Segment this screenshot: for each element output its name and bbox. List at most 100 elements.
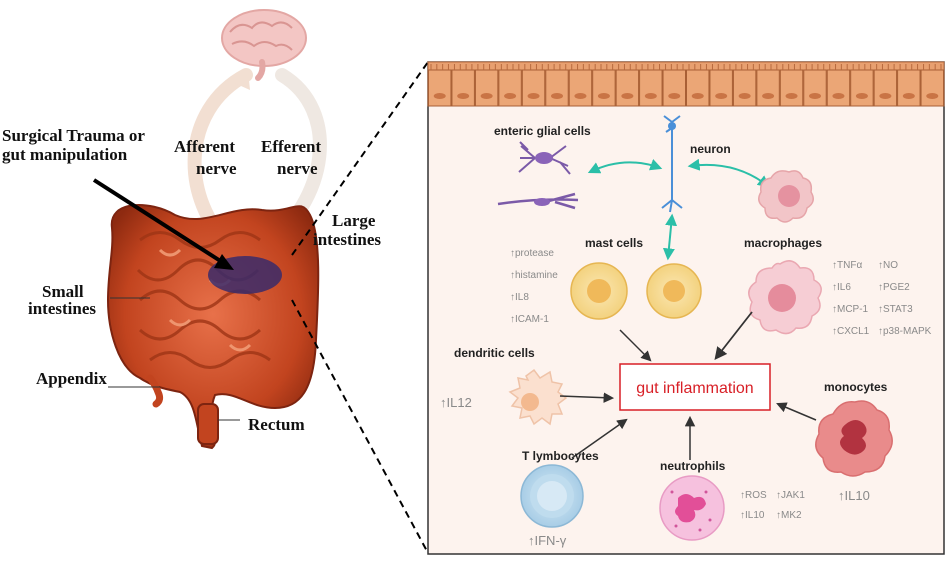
- epithelial-nucleus: [855, 93, 868, 99]
- marker-item: ↑protease: [510, 248, 554, 259]
- neuron-glial-connector: [587, 159, 663, 174]
- gut-inflammation-box: [619, 363, 771, 411]
- epithelial-cell: [545, 69, 569, 107]
- epithelial-cell: [920, 69, 945, 107]
- marker-item: ↑MK2: [776, 510, 802, 521]
- marker-item: ↑p38-MAPK: [878, 326, 932, 337]
- epithelial-cell: [615, 69, 640, 107]
- zoom-line-top: [291, 61, 429, 256]
- macrophage-top-icon: [758, 170, 814, 223]
- mast-cells-label: mast cells: [585, 236, 643, 250]
- up-arrow-icon: ↑: [776, 510, 781, 521]
- up-arrow-icon: ↑: [878, 282, 883, 293]
- gut-inflammation-label: gut inflammation: [636, 380, 753, 397]
- intestines-illustration: [106, 204, 320, 450]
- epithelial-cell: [803, 69, 827, 107]
- marker-item: ↑NO: [878, 260, 898, 271]
- neutrophil-icon: [659, 475, 725, 541]
- macrophages-label: macrophages: [744, 236, 822, 250]
- epithelial-nucleus: [691, 93, 704, 99]
- marker-item: ↑histamine: [510, 270, 558, 281]
- t-lymbocyte-icon: [520, 464, 584, 528]
- epithelial-cell: [474, 69, 499, 107]
- small-intestines-label-line1: Small: [42, 282, 84, 301]
- up-arrow-icon: ↑: [510, 248, 515, 259]
- epithelial-cell: [709, 69, 733, 107]
- epithelial-cell: [779, 69, 804, 107]
- enteric-glial-cells-label: enteric glial cells: [494, 124, 591, 138]
- up-arrow-icon: ↑: [510, 292, 515, 303]
- epithelial-cell: [521, 69, 546, 107]
- t-marker: ↑IFN-γ: [528, 533, 567, 548]
- epithelial-cell: [639, 69, 663, 107]
- dendritic-cell-icon: [508, 368, 568, 426]
- marker-item: ↑IL8: [510, 292, 529, 303]
- epithelial-nucleus: [738, 93, 751, 99]
- epithelial-cell: [428, 69, 452, 107]
- epithelial-cell: [568, 69, 593, 107]
- epithelial-cell: [826, 69, 851, 107]
- mast-cell-icon: [570, 262, 702, 320]
- tcell-to-inflammation-arrow: [571, 418, 628, 459]
- afferent-label-line2: nerve: [196, 159, 237, 178]
- neutrophils-label: neutrophils: [660, 459, 726, 473]
- epithelial-nucleus: [832, 93, 845, 99]
- epithelial-cell: [662, 69, 687, 107]
- neuron-icon: [661, 115, 683, 213]
- appendix-label: Appendix: [36, 369, 107, 388]
- macrophage-big-icon: [748, 260, 822, 335]
- large-intestines-label-line1: Large: [332, 211, 376, 230]
- epithelial-nucleus: [926, 93, 939, 99]
- epithelial-nucleus: [879, 93, 892, 99]
- epithelial-nucleus: [715, 93, 728, 99]
- epithelial-cell: [756, 69, 780, 107]
- up-arrow-icon: ↑: [838, 488, 845, 503]
- epithelial-cell: [732, 69, 757, 107]
- efferent-label-line2: nerve: [277, 159, 318, 178]
- epithelial-nucleus: [551, 93, 563, 99]
- macrophage-to-inflammation-arrow: [714, 311, 753, 360]
- t-lymbocytes-label: T lymbocytes: [522, 449, 599, 463]
- efferent-label-line1: Efferent: [261, 137, 321, 156]
- trauma-label-line2: gut manipulation: [2, 145, 128, 164]
- marker-item: ↑ICAM-1: [510, 314, 549, 325]
- epithelial-nucleus: [527, 93, 540, 99]
- epithelial-cell: [592, 69, 616, 107]
- up-arrow-icon: ↑: [740, 490, 745, 501]
- epithelial-nucleus: [621, 93, 634, 99]
- enteric-glial-cell-icon: [497, 141, 579, 210]
- up-arrow-icon: ↑: [832, 260, 837, 271]
- marker-item: ↑ROS: [740, 490, 767, 501]
- marker-item: ↑IL6: [832, 282, 851, 293]
- trauma-arrow: [92, 178, 224, 264]
- rectum-label: Rectum: [248, 415, 305, 434]
- epithelial-cell: [451, 69, 475, 107]
- epithelial-cell: [686, 69, 710, 107]
- epithelial-nucleus: [809, 93, 821, 99]
- marker-item: ↑JAK1: [776, 490, 805, 501]
- epithelial-cell: [498, 69, 522, 107]
- epithelial-nucleus: [644, 93, 657, 99]
- mast-to-inflammation-arrow: [619, 329, 652, 362]
- afferent-arrowhead-icon: [232, 70, 250, 90]
- mast-marker-list: ↑protease ↑histamine ↑IL8 ↑ICAM-1: [510, 248, 558, 325]
- epithelium-layer: [427, 61, 945, 107]
- up-arrow-icon: ↑: [776, 490, 781, 501]
- large-intestines-label-line2: intestines: [313, 230, 381, 249]
- epithelial-nucleus: [785, 93, 798, 99]
- up-arrow-icon: ↑: [510, 270, 515, 281]
- up-arrow-icon: ↑: [440, 395, 447, 410]
- epithelial-nucleus: [480, 93, 493, 99]
- marker-item: ↑IL10: [740, 510, 765, 521]
- epithelial-nucleus: [902, 93, 915, 99]
- up-arrow-icon: ↑: [832, 326, 837, 337]
- up-arrow-icon: ↑: [832, 304, 837, 315]
- monocytes-label: monocytes: [824, 380, 888, 394]
- epithelial-nucleus: [597, 93, 610, 99]
- neuron-mast-connector: [662, 213, 678, 261]
- up-arrow-icon: ↑: [878, 260, 883, 271]
- monocyte-marker: ↑IL10: [838, 488, 870, 503]
- brain-icon: [221, 9, 307, 81]
- marker-item: ↑CXCL1: [832, 326, 870, 337]
